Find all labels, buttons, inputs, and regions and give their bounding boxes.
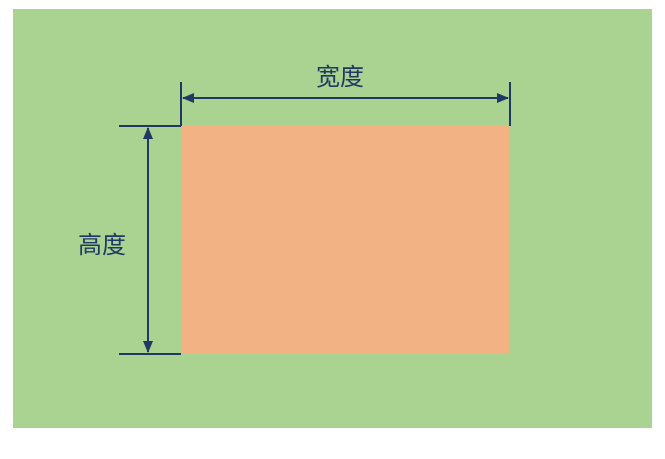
height-dimension — [119, 125, 181, 355]
height-label: 高度 — [78, 231, 126, 259]
height-arrow-bottom — [143, 341, 153, 353]
width-arrow-right — [497, 93, 509, 103]
rectangle-shape — [181, 126, 510, 354]
height-arrow-top — [143, 127, 153, 139]
width-label: 宽度 — [316, 63, 364, 91]
width-dimension — [180, 82, 511, 126]
width-arrow-left — [182, 93, 194, 103]
